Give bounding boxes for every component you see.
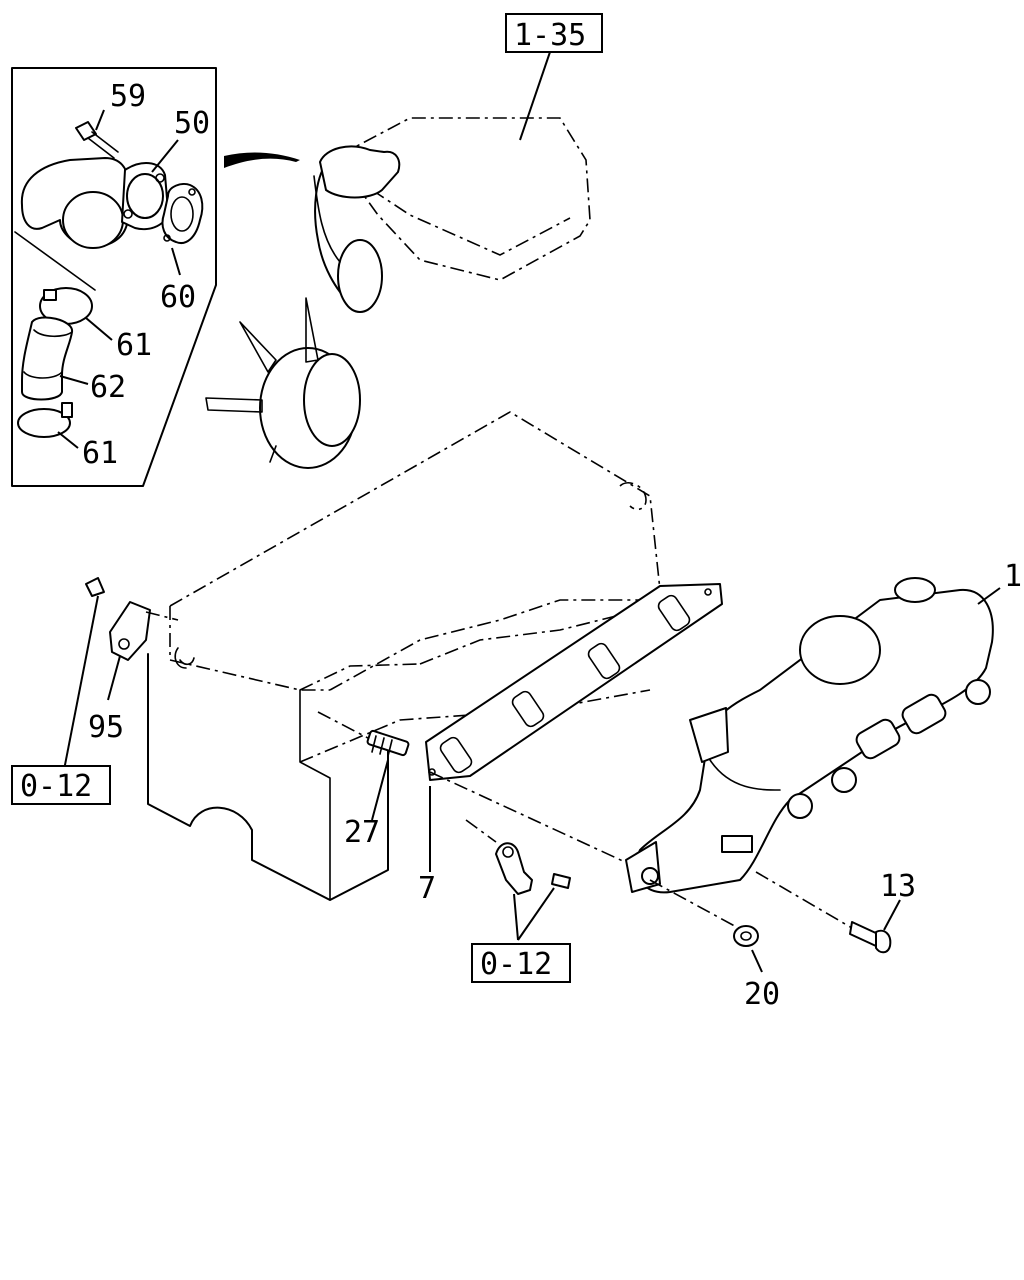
label-61-bottom: 61 xyxy=(82,436,118,471)
hose-clamp-upper xyxy=(39,287,93,325)
manifold-stud xyxy=(366,729,410,757)
manifold-bolt xyxy=(849,921,892,954)
label-50: 50 xyxy=(174,106,210,141)
ref-1-35: 1-35 xyxy=(514,18,586,53)
label-13: 13 xyxy=(880,869,916,904)
label-60: 60 xyxy=(160,280,196,315)
detail-arrow xyxy=(224,152,300,168)
label-61-top: 61 xyxy=(116,328,152,363)
flange-gasket xyxy=(161,183,204,244)
cooling-fan xyxy=(205,297,361,469)
ref-box-1-35 xyxy=(505,13,603,53)
inset-detail-frame xyxy=(11,67,217,487)
engine-block xyxy=(147,411,661,901)
label-62: 62 xyxy=(90,370,126,405)
label-95: 95 xyxy=(88,710,124,745)
lower-bracket xyxy=(495,842,571,895)
manifold-nut xyxy=(733,925,759,947)
label-1: 1 xyxy=(1004,559,1022,594)
ref-box-0-12-bottom xyxy=(471,943,571,983)
hose-clamp-lower xyxy=(17,402,73,438)
ref-box-0-12-left xyxy=(11,765,111,805)
ref-0-12-bottom: 0-12 xyxy=(480,947,552,982)
flange-bolt xyxy=(75,121,119,159)
ref-0-12-left: 0-12 xyxy=(20,769,92,804)
exhaust-elbow-pipe xyxy=(20,157,169,249)
lifting-bracket xyxy=(85,577,151,661)
label-27: 27 xyxy=(344,815,380,850)
manifold-gasket xyxy=(425,583,723,781)
label-7: 7 xyxy=(418,871,436,906)
label-59: 59 xyxy=(110,79,146,114)
rubber-hose xyxy=(21,316,73,401)
air-intake-assembly xyxy=(313,117,591,313)
exhaust-manifold xyxy=(625,577,994,894)
label-20: 20 xyxy=(744,977,780,1012)
